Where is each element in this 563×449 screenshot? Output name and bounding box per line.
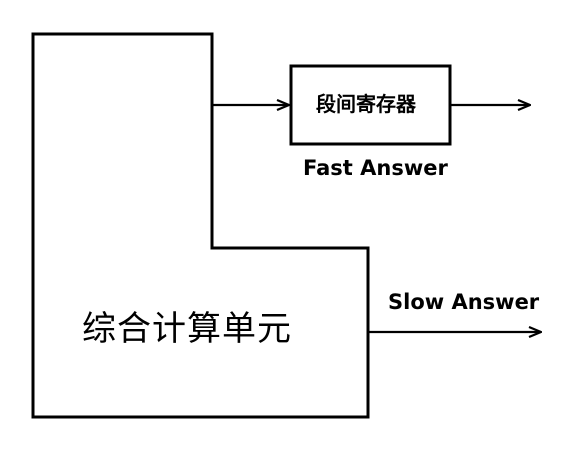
compute-unit-shape [31, 32, 370, 419]
slow-answer-label: Slow Answer [388, 290, 540, 314]
register-box [289, 64, 452, 146]
register-label: 段间寄存器 [316, 92, 416, 116]
compute-unit-label: 综合计算单元 [82, 309, 292, 349]
fast-answer-label: Fast Answer [303, 156, 448, 180]
